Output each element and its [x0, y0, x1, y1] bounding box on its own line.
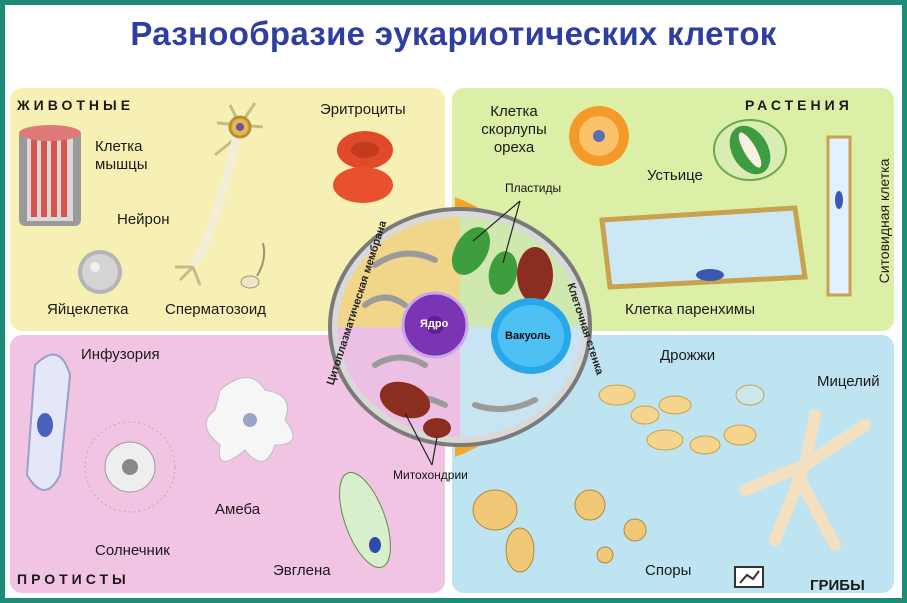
stomata-illustration [714, 118, 786, 181]
mycelium-label: Мицелий [817, 373, 880, 391]
parenchyma-cell-label: Клетка паренхимы [625, 301, 755, 319]
animals-group-label: ЖИВОТНЫЕ [17, 97, 134, 113]
presentation-icon [735, 567, 763, 587]
sieve-cell-illustration [828, 137, 850, 295]
heliozoa-label: Солнечник [95, 542, 170, 560]
infusoria-label: Инфузория [81, 346, 160, 364]
sperm-label: Сперматозоид [165, 301, 266, 319]
sieve-cell-label: Ситовидная клетка [876, 151, 894, 291]
plants-group-label: РАСТЕНИЯ [745, 97, 853, 113]
yeast-label: Дрожжи [660, 347, 715, 365]
plastids-label: Пластиды [505, 181, 561, 195]
egg-cell-illustration [78, 250, 122, 294]
muscle-cell-illustration [19, 125, 81, 226]
diagram-artwork [5, 5, 902, 598]
spores-label: Споры [645, 562, 691, 580]
egg-cell-label: Яйцеклетка [47, 301, 128, 319]
stomata-label: Устьице [647, 167, 703, 185]
nucleus-label: Ядро [420, 318, 448, 330]
protists-group-label: ПРОТИСТЫ [17, 571, 130, 587]
vacuole-label: Вакуоль [505, 330, 551, 342]
neuron-label: Нейрон [117, 211, 170, 229]
amoeba-label: Амеба [215, 501, 260, 519]
page-title: Разнообразие эукариотических клеток [5, 15, 902, 53]
mitochondria-label: Митохондрии [393, 468, 468, 482]
parenchyma-cell-illustration [602, 208, 805, 287]
euglena-label: Эвглена [273, 562, 331, 580]
muscle-cell-label: Клетка мышцы [95, 138, 148, 174]
erythrocytes-label: Эритроциты [320, 101, 406, 119]
nutshell-cell-label: Клетка скорлупы ореха [468, 103, 560, 157]
nutshell-cell-illustration [569, 106, 629, 166]
fungi-group-label: ГРИБЫ [810, 577, 865, 595]
